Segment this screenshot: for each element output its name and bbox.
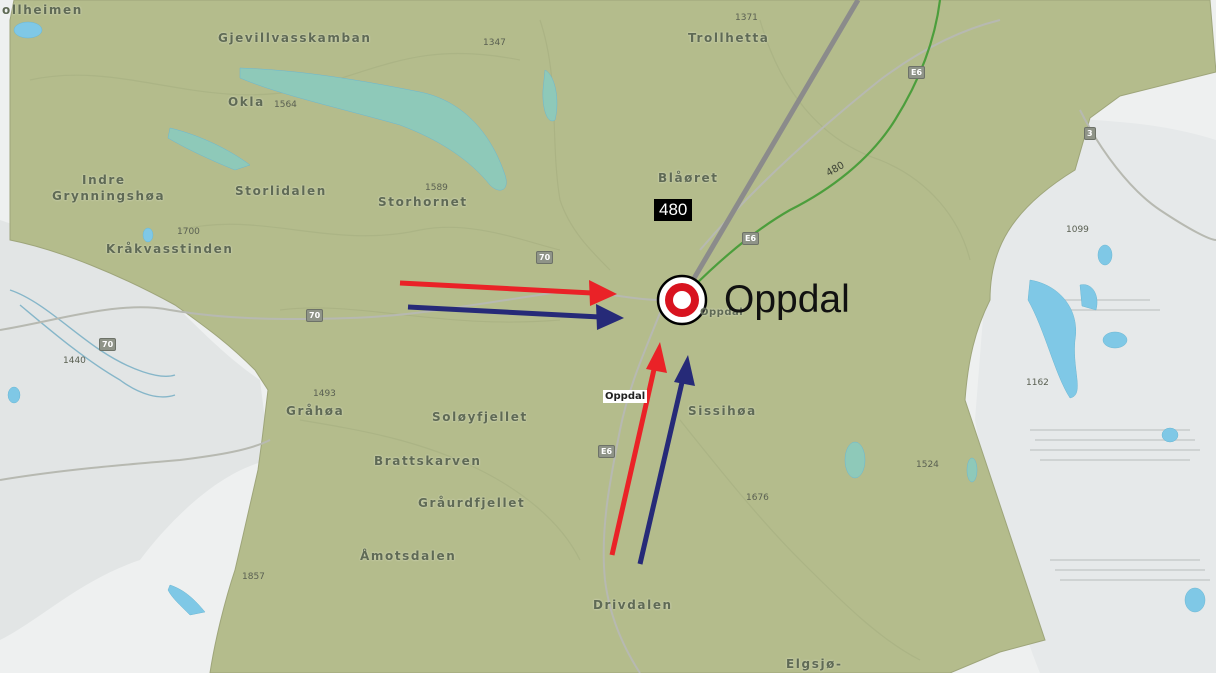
red-arrow-west-head [589, 280, 617, 306]
peak-height: 1589 [425, 183, 448, 193]
peak-height: 1857 [242, 572, 265, 582]
road-shield: 70 [306, 309, 324, 322]
east-hatch [1030, 299, 1210, 581]
place-label: Brattskarven [374, 454, 482, 468]
road-shield: E6 [908, 66, 926, 79]
peak-height: 1564 [274, 100, 297, 110]
grey-line [680, 0, 861, 299]
peak-height: 1440 [63, 356, 86, 366]
region-number-label: 480 [654, 199, 693, 221]
peak-height: 1347 [483, 38, 506, 48]
place-label: Indre [82, 173, 126, 187]
peak-height: 1099 [1066, 225, 1089, 235]
place-label: Drivdalen [593, 598, 673, 612]
place-label: Sissihøa [688, 404, 757, 418]
red-arrows [399, 280, 667, 556]
blue-arrow-south-head [674, 355, 695, 386]
town-label: Oppdal [603, 390, 648, 403]
road-shield: 70 [536, 251, 554, 264]
blue-arrow-west-shaft [407, 304, 601, 320]
peak-height: 1162 [1026, 378, 1049, 388]
place-label: Gråhøa [286, 404, 345, 418]
place-label: Kråkvasstinden [106, 242, 234, 256]
blue-arrow-south-shaft [637, 377, 686, 565]
peak-height: 1676 [746, 493, 769, 503]
place-label: Storlidalen [235, 184, 327, 198]
place-label: Oppdal [700, 307, 744, 318]
green-route [689, 0, 942, 291]
blue-arrow-west-head [596, 304, 624, 330]
place-label: Trollhetta [688, 31, 770, 45]
roads [0, 19, 1216, 673]
place-label: Soløyfjellet [432, 410, 528, 424]
place-label: Åmotsdalen [360, 549, 457, 563]
place-label: Okla [228, 95, 265, 109]
place-label: ollheimen [2, 3, 83, 17]
peak-height: 1700 [177, 227, 200, 237]
highlighted-place-name: Oppdal [724, 278, 850, 321]
place-label: Elgsjø- [786, 657, 843, 671]
lakes [7, 21, 1206, 616]
peak-height: 1493 [313, 389, 336, 399]
road-shield: 3 [1084, 127, 1096, 140]
red-arrow-south-head [646, 342, 667, 373]
location-marker-icon[interactable] [656, 274, 708, 326]
place-label: Gråurdfjellet [418, 496, 526, 510]
blue-arrows [407, 304, 695, 565]
place-label: Gjevillvasskamban [218, 31, 372, 45]
place-label: Storhornet [378, 195, 468, 209]
relief-lines [29, 19, 971, 661]
road-shield: E6 [598, 445, 616, 458]
peak-height: 1371 [735, 13, 758, 23]
road-shield: 70 [99, 338, 117, 351]
east-relief [975, 100, 1216, 673]
place-label: Grynningshøa [52, 189, 166, 203]
road-shield: E6 [742, 232, 760, 245]
peak-height: 1524 [916, 460, 939, 470]
red-arrow-west-shaft [399, 280, 593, 296]
municipality-area [9, 0, 1216, 673]
place-label: Blåøret [658, 171, 719, 185]
red-arrow-south-shaft [609, 364, 658, 556]
